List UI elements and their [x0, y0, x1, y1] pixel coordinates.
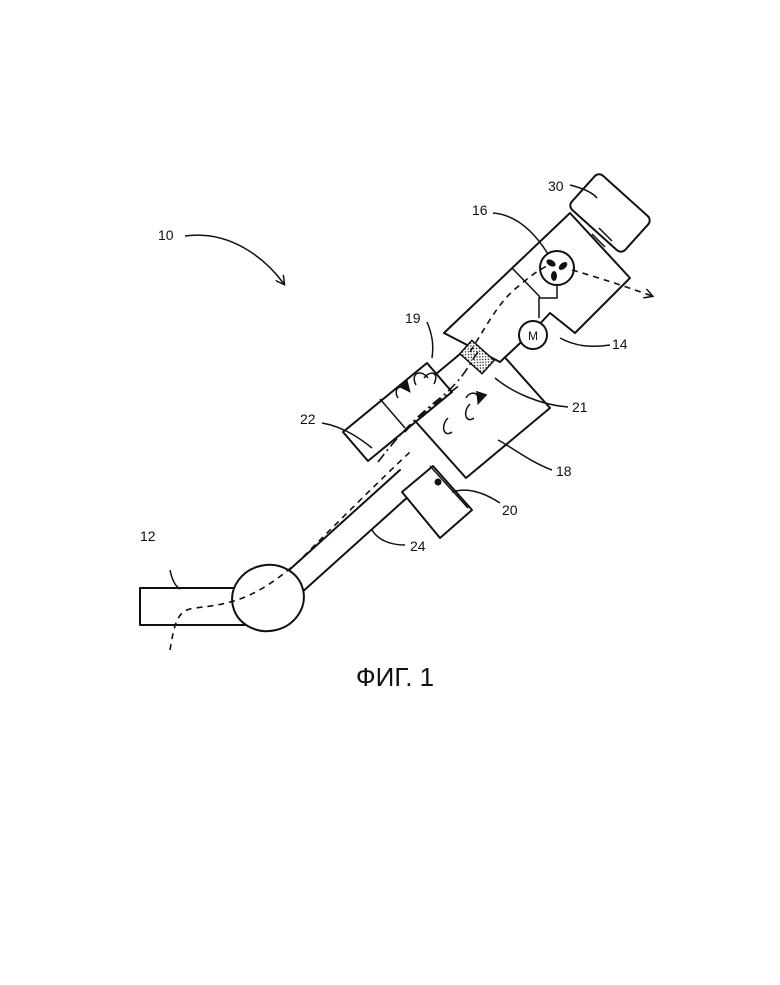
label-19: 19 [405, 310, 421, 326]
label-10: 10 [158, 227, 174, 243]
motor-symbol: M [528, 329, 538, 343]
label-12: 12 [140, 528, 156, 544]
label-18: 18 [556, 463, 572, 479]
wand-tube [287, 470, 410, 594]
label-24: 24 [410, 538, 426, 554]
dust-container [402, 466, 472, 538]
motor-icon: M [519, 321, 547, 349]
figure-caption: ФИГ. 1 [356, 662, 434, 692]
container-dot [435, 479, 442, 486]
label-14: 14 [612, 336, 628, 352]
label-22: 22 [300, 411, 316, 427]
inlet-pipe [140, 588, 245, 625]
label-20: 20 [502, 502, 518, 518]
fan-icon [540, 251, 574, 285]
label-30: 30 [548, 178, 564, 194]
label-16: 16 [472, 202, 488, 218]
label-21: 21 [572, 399, 588, 415]
